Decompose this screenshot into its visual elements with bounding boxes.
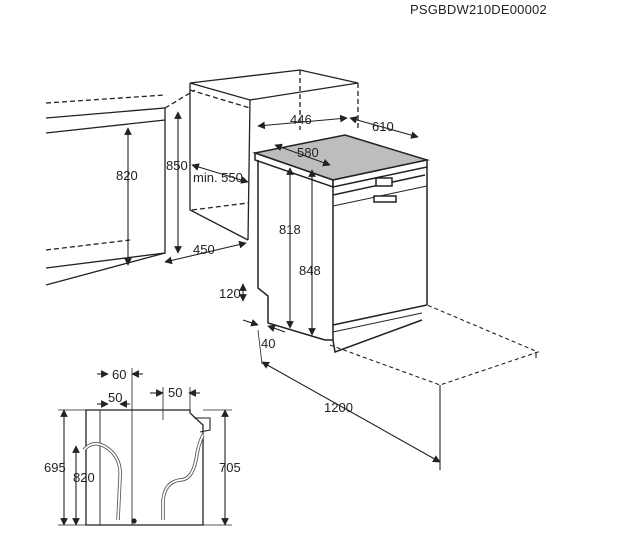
left-cabinet xyxy=(45,89,196,286)
dim-top-inner-depth: 580 xyxy=(297,145,319,160)
niche-outline xyxy=(189,69,359,241)
dimension-labels: 820 850 min. 550 450 446 610 580 818 848… xyxy=(116,112,394,415)
dimension-lines xyxy=(124,111,441,463)
dim-plinth-height: 120 xyxy=(219,286,241,301)
dim-min-depth: min. 550 xyxy=(193,170,243,185)
dim-side-offset: 60 xyxy=(112,367,126,382)
dim-top-width: 446 xyxy=(290,112,312,127)
dim-hose-left-offset: 50 xyxy=(108,390,122,405)
dim-height-inner: 818 xyxy=(279,222,301,237)
dim-height-outer: 848 xyxy=(299,263,321,278)
dim-niche-height: 850 xyxy=(166,158,188,173)
dim-hose-right-offset: 50 xyxy=(168,385,182,400)
dim-side-height-left: 695 xyxy=(44,460,66,475)
side-view-dimension-lines xyxy=(58,368,232,526)
dim-side-hose-height: 820 xyxy=(73,470,95,485)
dim-floor-length: 1200 xyxy=(324,400,353,415)
dim-top-depth: 610 xyxy=(372,119,394,134)
dim-niche-width: 450 xyxy=(193,242,215,257)
dim-cabinet-height: 820 xyxy=(116,168,138,183)
document-code: PSGBDW210DE00002 xyxy=(410,2,547,17)
dim-plinth-depth: 40 xyxy=(261,336,275,351)
floor-plane xyxy=(329,304,540,470)
side-view xyxy=(82,409,211,526)
dishwasher-body xyxy=(252,134,430,354)
side-view-labels: 60 50 50 695 820 705 xyxy=(44,367,241,485)
dim-side-height-right: 705 xyxy=(219,460,241,475)
